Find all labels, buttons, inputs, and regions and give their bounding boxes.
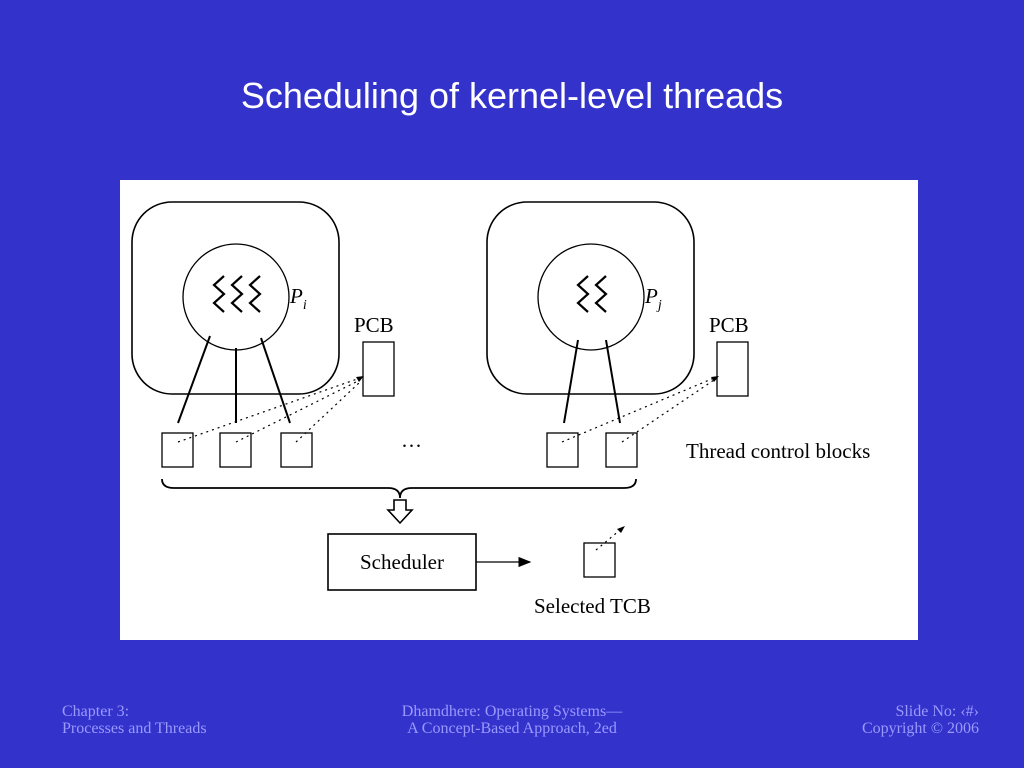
selected-tcb-dotted-link: [595, 529, 621, 551]
selected-tcb-label: Selected TCB: [534, 594, 651, 618]
tcb-j-2: [605, 432, 638, 468]
process-j-box: [486, 201, 695, 395]
process-j-label: Pj: [644, 284, 662, 313]
tcb-i-2: [219, 432, 252, 468]
footer-chapter-line2: Processes and Threads: [62, 720, 207, 737]
pcb-i-box: [362, 341, 395, 397]
footer-book: Dhamdhere: Operating Systems— A Concept-…: [312, 703, 712, 737]
footer-copyright: Copyright © 2006: [861, 720, 979, 737]
selected-tcb-dotted-arrowhead: [617, 526, 625, 533]
tcb-j-1: [546, 432, 579, 468]
down-arrow-icon: [386, 499, 414, 525]
process-i-circle: [182, 243, 290, 351]
pcb-label-i: PCB: [354, 313, 394, 337]
footer-chapter-line1: Chapter 3:: [62, 703, 130, 720]
diagram-figure: Pi PCB Pj PCB: [120, 180, 918, 640]
pcb-label-j: PCB: [709, 313, 749, 337]
pcb-j-box: [716, 341, 749, 397]
tcb-i-3: [280, 432, 313, 468]
process-j-circle: [537, 243, 645, 351]
kernel-thread-scheduling-diagram: Pi PCB Pj PCB: [131, 201, 870, 618]
process-j-dotted-links: [561, 377, 715, 443]
process-i-dotted-arrowhead: [356, 376, 364, 382]
footer-book-line1: Dhamdhere: Operating Systems—: [401, 703, 623, 720]
process-i-label: Pi: [289, 284, 307, 313]
thread-control-blocks-label: Thread control blocks: [686, 439, 870, 463]
ellipsis: ···: [401, 434, 422, 458]
process-i-threads-icon: [212, 275, 262, 313]
process-i-thread-links: [177, 335, 291, 424]
footer-book-line2: A Concept-Based Approach, 2ed: [407, 720, 617, 737]
scheduler-label: Scheduler: [360, 550, 444, 574]
footer-chapter: Chapter 3: Processes and Threads: [62, 703, 207, 737]
process-i-dotted-links: [177, 377, 361, 443]
footer-slide-info: Slide No: ‹#› Copyright © 2006: [862, 703, 979, 737]
process-j-dotted-arrowhead: [711, 376, 719, 382]
tcb-brace: [161, 478, 637, 499]
tcb-i-1: [161, 432, 194, 468]
process-j-threads-icon: [576, 275, 608, 313]
process-j-thread-links: [563, 339, 621, 424]
footer-slide-number: Slide No: ‹#›: [895, 703, 979, 720]
selected-tcb-box: [583, 542, 616, 578]
slide-title: Scheduling of kernel-level threads: [240, 75, 784, 116]
